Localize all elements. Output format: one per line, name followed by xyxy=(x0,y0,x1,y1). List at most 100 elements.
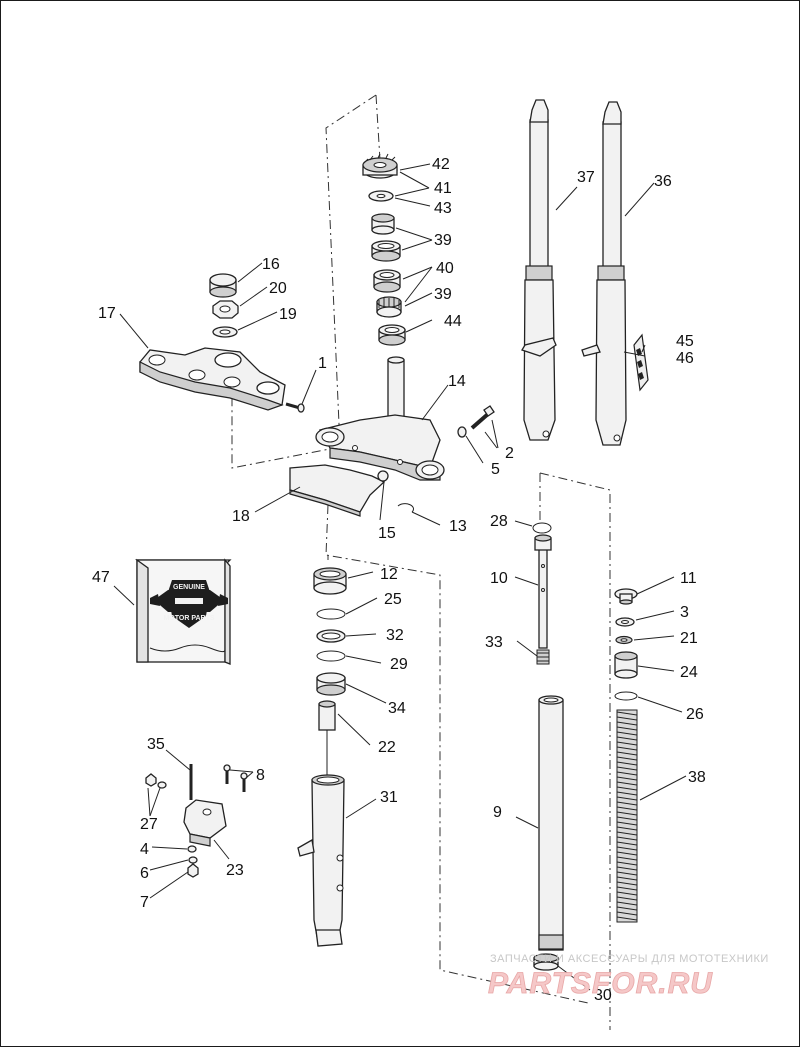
fork-slider-31 xyxy=(297,774,345,947)
dust-seal-top xyxy=(371,213,395,235)
washer-21 xyxy=(615,635,633,645)
ring-25 xyxy=(316,608,346,620)
callout-39-upper: 39 xyxy=(434,232,452,249)
decal-45 xyxy=(633,333,649,392)
callout-38: 38 xyxy=(688,769,706,786)
bushing-34 xyxy=(316,672,346,696)
callout-16: 16 xyxy=(262,256,280,273)
callout-44: 44 xyxy=(444,313,462,330)
callout-29: 29 xyxy=(390,656,408,673)
fasteners-27 xyxy=(145,773,167,789)
rebound-spring-33 xyxy=(536,649,550,665)
callout-32: 32 xyxy=(386,627,404,644)
bearing-race-39-bottom xyxy=(376,296,402,318)
stem-nut-42 xyxy=(362,153,398,179)
callout-labels: 1 2 3 4 5 6 7 8 9 10 11 12 13 14 15 16 1… xyxy=(92,156,706,1004)
callout-30: 30 xyxy=(594,987,612,1004)
callout-23: 23 xyxy=(226,862,244,879)
leader-lines xyxy=(113,163,687,991)
logo-text-genuine: GENUINE xyxy=(173,584,205,591)
genuine-parts-box-47: GENUINE MOTOR PARTS xyxy=(135,558,232,665)
screws-8 xyxy=(223,764,248,792)
fork-assembly-36 xyxy=(581,101,627,446)
callout-3: 3 xyxy=(680,604,689,621)
harley-davidson-logo-icon: GENUINE MOTOR PARTS xyxy=(150,580,228,628)
fork-tube-9 xyxy=(538,695,564,951)
callout-15: 15 xyxy=(378,525,396,542)
washer-4 xyxy=(187,845,197,853)
callout-22: 22 xyxy=(378,739,396,756)
o-ring-26 xyxy=(614,691,638,701)
logo-text-motor-parts: MOTOR PARTS xyxy=(163,615,214,622)
bracket-23 xyxy=(183,799,227,847)
callout-18: 18 xyxy=(232,508,250,525)
callout-35: 35 xyxy=(147,736,165,753)
callout-11: 11 xyxy=(680,570,697,587)
callout-1: 1 xyxy=(318,355,327,372)
callout-33: 33 xyxy=(485,634,503,651)
callout-4: 4 xyxy=(140,841,149,858)
callout-20: 20 xyxy=(269,280,287,297)
callout-21: 21 xyxy=(680,630,698,647)
callout-37: 37 xyxy=(577,169,595,186)
callout-39-lower: 39 xyxy=(434,286,452,303)
washer-19 xyxy=(212,326,238,338)
watermark: ЗАПЧАСТИ И АКСЕССУАРЫ ДЛЯ МОТОТЕХНИКИ PA… xyxy=(488,953,769,1000)
callout-8: 8 xyxy=(256,767,265,784)
callout-9: 9 xyxy=(493,804,502,821)
bearing-race-39-top xyxy=(371,240,401,262)
callout-13: 13 xyxy=(449,518,467,535)
bearing-40 xyxy=(373,269,401,293)
spring-retainer-24 xyxy=(614,651,638,679)
upper-fork-bracket-17 xyxy=(139,347,286,411)
lower-fork-bracket-14 xyxy=(315,356,445,481)
assembly-guide-lines xyxy=(231,94,611,1030)
callout-25: 25 xyxy=(384,591,402,608)
watermark-caption: ЗАПЧАСТИ И АКСЕССУАРЫ ДЛЯ МОТОТЕХНИКИ xyxy=(490,953,769,965)
callout-42: 42 xyxy=(432,156,450,173)
washer-5 xyxy=(457,426,467,438)
washer-32 xyxy=(316,629,346,643)
watermark-brand: PARTSFOR.RU xyxy=(488,967,713,1000)
callout-24: 24 xyxy=(680,664,698,681)
callout-5: 5 xyxy=(491,461,500,478)
callout-2: 2 xyxy=(505,445,514,462)
seal-28 xyxy=(532,522,552,534)
callout-31: 31 xyxy=(380,789,398,806)
callout-6: 6 xyxy=(140,865,149,882)
callout-19: 19 xyxy=(279,306,297,323)
callout-27: 27 xyxy=(140,816,158,833)
washer-3 xyxy=(615,617,635,627)
damper-tube-10 xyxy=(534,534,552,649)
callout-7: 7 xyxy=(140,894,149,911)
oil-lock-22 xyxy=(318,700,336,731)
fork-spring-38 xyxy=(616,709,638,923)
bushing-12 xyxy=(313,567,347,595)
washer-6 xyxy=(188,856,198,864)
callout-45: 45 xyxy=(676,333,694,350)
callout-43: 43 xyxy=(434,200,452,217)
callout-34: 34 xyxy=(388,700,406,717)
screw-1 xyxy=(285,402,305,413)
callout-26: 26 xyxy=(686,706,704,723)
callout-40: 40 xyxy=(436,260,454,277)
callout-41: 41 xyxy=(434,180,452,197)
callout-14: 14 xyxy=(448,373,466,390)
stem-bearing-stack xyxy=(362,153,406,346)
cap-16 xyxy=(209,273,237,298)
plug-15 xyxy=(377,470,389,482)
callout-36: 36 xyxy=(654,173,672,190)
callout-28: 28 xyxy=(490,513,508,530)
plate-18 xyxy=(289,464,386,517)
cap-bolt-11 xyxy=(614,588,638,605)
retaining-ring-13 xyxy=(397,503,414,513)
callout-46: 46 xyxy=(676,350,694,367)
bolt-2 xyxy=(470,405,495,430)
callout-12: 12 xyxy=(380,566,398,583)
washer-30 xyxy=(533,953,559,971)
seal-29 xyxy=(316,650,346,662)
nut-20 xyxy=(212,300,239,319)
callout-17: 17 xyxy=(98,305,116,322)
callout-10: 10 xyxy=(490,570,508,587)
